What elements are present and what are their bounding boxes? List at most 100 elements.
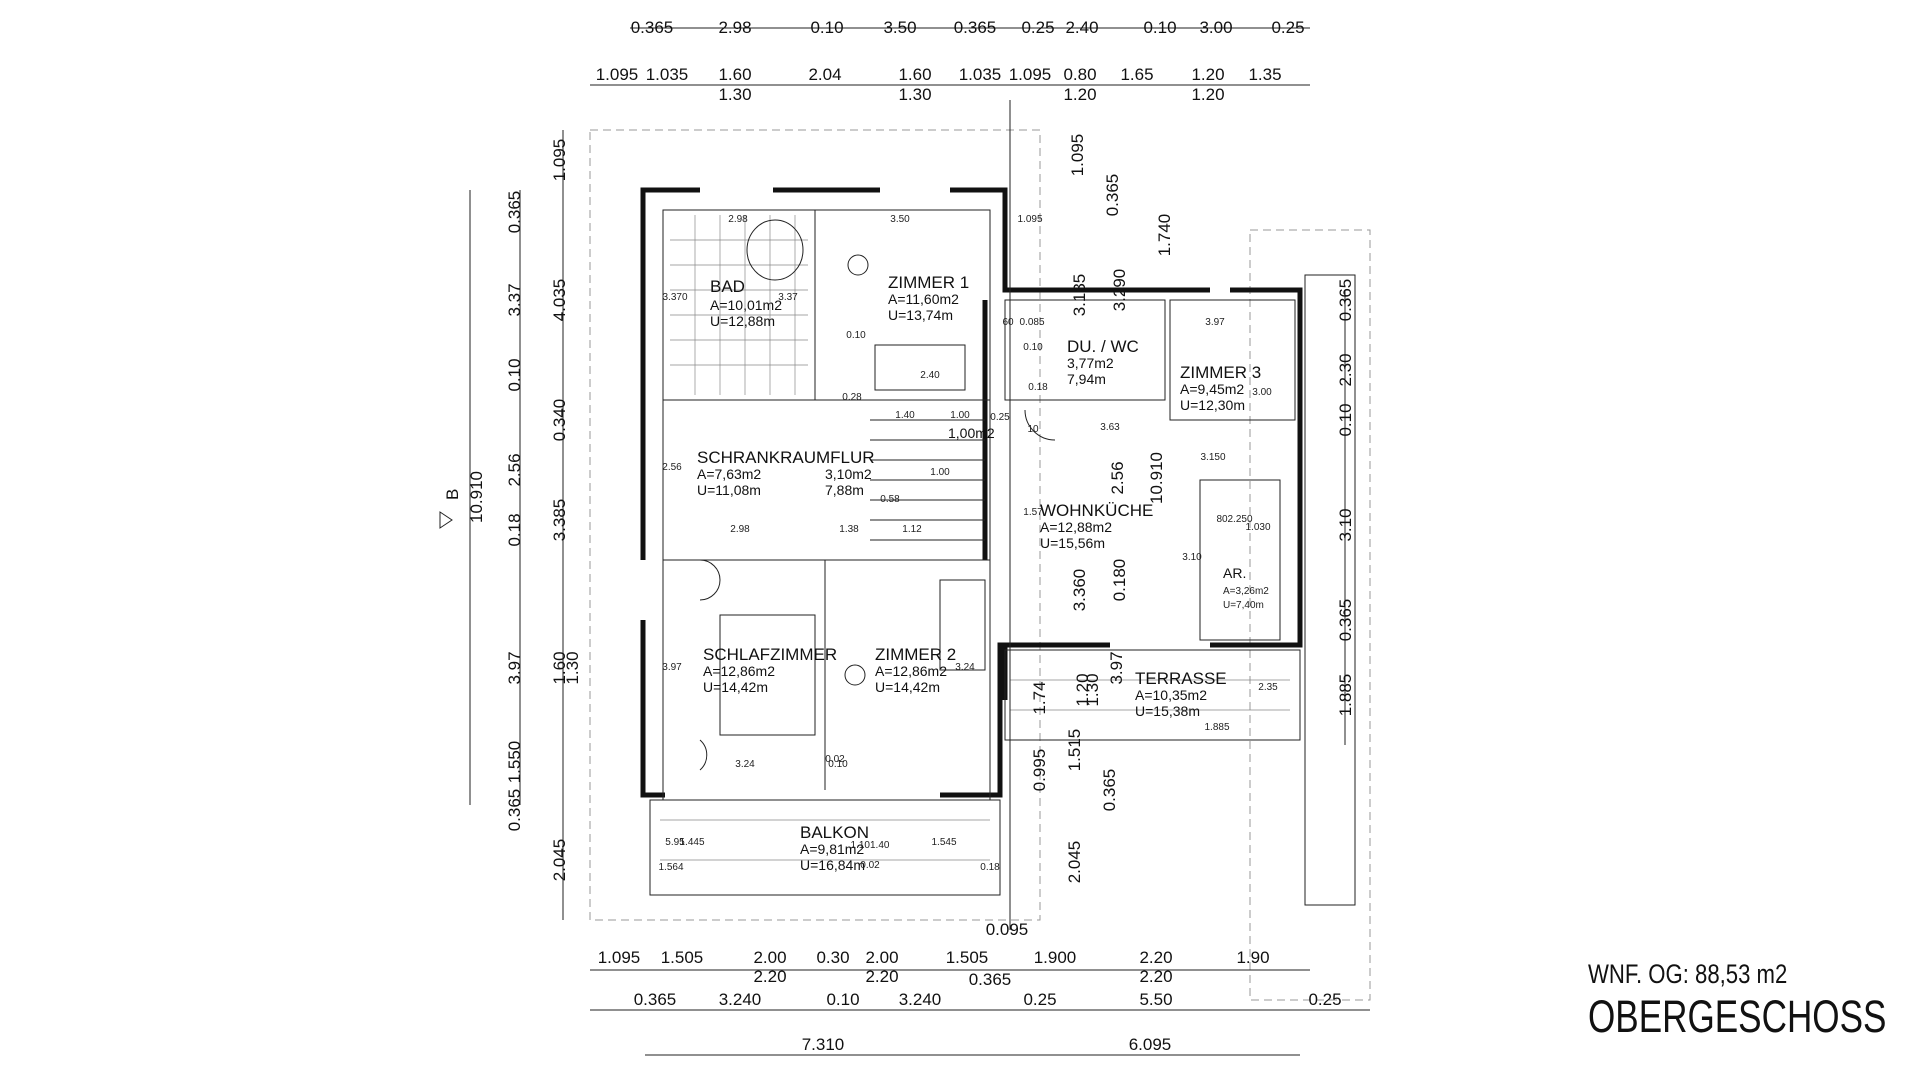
dimension-label: 1.550 bbox=[505, 741, 524, 784]
dimension-label: 1.505 bbox=[661, 948, 704, 967]
svg-text:3,77m2: 3,77m2 bbox=[1067, 355, 1114, 371]
dimension-label: 2.35 bbox=[1258, 682, 1278, 693]
dimension-label: 3.00 bbox=[1252, 387, 1272, 398]
dimension-label: 1.00 bbox=[930, 467, 950, 478]
dimension-label: 1.35 bbox=[1248, 65, 1281, 84]
dimension-label: 0.365 bbox=[505, 789, 524, 832]
dimension-label: 80 bbox=[1216, 514, 1228, 525]
svg-text:U=16,84m: U=16,84m bbox=[800, 857, 865, 873]
dimension-label: 0.10 bbox=[505, 358, 524, 391]
svg-text:DU. / WC: DU. / WC bbox=[1067, 337, 1139, 356]
dimension-label: 0.10 bbox=[826, 990, 859, 1009]
dimension-label: 1.564 bbox=[658, 862, 683, 873]
dimension-label: 1.095 bbox=[1017, 214, 1042, 225]
dimension-label: 1.30 bbox=[718, 85, 751, 104]
dimension-label: 0.18 bbox=[980, 862, 1000, 873]
dimension-label: 1.60 bbox=[898, 65, 931, 84]
dimension-label: 2.40 bbox=[920, 370, 940, 381]
room-duwc: DU. / WC 3,77m2 7,94m bbox=[1067, 337, 1139, 387]
dimension-label: 2.20 bbox=[753, 967, 786, 986]
dimension-label: 0.18 bbox=[1028, 382, 1048, 393]
dimension-label: 0.10 bbox=[1023, 342, 1043, 353]
dimension-label: 2.04 bbox=[808, 65, 841, 84]
dimension-label: 3.10 bbox=[1336, 508, 1355, 541]
dimension-label: 3.97 bbox=[662, 662, 682, 673]
dimension-label: 3.37 bbox=[778, 292, 798, 303]
dimension-label: 1.035 bbox=[646, 65, 689, 84]
dimension-label: 2.00 bbox=[865, 948, 898, 967]
dimension-label: 3.240 bbox=[899, 990, 942, 1009]
dimension-label: 0.10 bbox=[846, 330, 866, 341]
room-zimmer1: ZIMMER 1 A=11,60m2 U=13,74m bbox=[888, 273, 969, 323]
dimension-label: 1.545 bbox=[931, 837, 956, 848]
dimension-label: 1.900 bbox=[1034, 948, 1077, 967]
dimension-label: 60 bbox=[1002, 317, 1014, 328]
dimension-label: 2.98 bbox=[718, 18, 751, 37]
svg-text:ZIMMER 3: ZIMMER 3 bbox=[1180, 363, 1261, 382]
dimension-label: 1.90 bbox=[1236, 948, 1269, 967]
title-block: WNF. OG: 88,53 m2 OBERGESCHOSS bbox=[1588, 958, 1888, 1042]
dimension-label: 1.095 bbox=[1068, 134, 1087, 177]
dimension-label: 1.885 bbox=[1204, 722, 1229, 733]
dims-top-row2-sub: 1.30 1.30 1.20 1.20 bbox=[718, 85, 1224, 104]
svg-text:A=10,01m2: A=10,01m2 bbox=[710, 297, 782, 313]
dimension-label: 0.365 bbox=[634, 990, 677, 1009]
dimension-label: 3.385 bbox=[550, 499, 569, 542]
dimension-label: 1.60 bbox=[550, 651, 569, 684]
dimension-label: 3.63 bbox=[1100, 422, 1120, 433]
svg-text:A=7,63m2: A=7,63m2 bbox=[697, 466, 761, 482]
room-schlafzimmer: SCHLAFZIMMER A=12,86m2 U=14,42m bbox=[703, 645, 837, 695]
dimension-label: 1.035 bbox=[959, 65, 1002, 84]
dimension-label: 1.57 bbox=[1023, 507, 1043, 518]
dimension-label: 1.515 bbox=[1065, 729, 1084, 772]
dimension-label: 4.035 bbox=[550, 279, 569, 322]
dimension-label: 0.365 bbox=[631, 18, 674, 37]
room-balkon: BALKON A=9,81m2 U=16,84m bbox=[800, 823, 869, 873]
room-flur: SCHRANKRAUMFLUR A=7,63m2 U=11,08m 3,10m2… bbox=[697, 425, 995, 498]
dimension-label: 1.095 bbox=[1009, 65, 1052, 84]
dimension-label: 1.885 bbox=[1336, 674, 1355, 717]
svg-text:SCHRANKRAUMFLUR: SCHRANKRAUMFLUR bbox=[697, 448, 875, 467]
dimension-label: 3.10 bbox=[1182, 552, 1202, 563]
dimension-label: 2.20 bbox=[1139, 967, 1172, 986]
svg-text:U=12,88m: U=12,88m bbox=[710, 313, 775, 329]
dimension-label: 10 bbox=[1027, 424, 1039, 435]
svg-text:A=9,45m2: A=9,45m2 bbox=[1180, 381, 1244, 397]
dimension-label: 5.95 bbox=[665, 837, 685, 848]
dimension-label: 3.150 bbox=[1200, 452, 1225, 463]
dimension-label: 1.20 bbox=[1063, 85, 1096, 104]
furniture bbox=[699, 254, 1056, 771]
room-wohnkueche: WOHNKÜCHE A=12,88m2 U=15,56m bbox=[1040, 501, 1153, 551]
svg-text:U=7,40m: U=7,40m bbox=[1223, 600, 1264, 611]
dimension-label: 1.12 bbox=[902, 524, 922, 535]
dimension-label: 2.20 bbox=[1139, 948, 1172, 967]
svg-text:1,00m2: 1,00m2 bbox=[948, 425, 995, 441]
dimension-label: 1.20 bbox=[1191, 85, 1224, 104]
svg-text:A=10,35m2: A=10,35m2 bbox=[1135, 687, 1207, 703]
dimension-label: 1.20 bbox=[1073, 673, 1092, 706]
dimension-label: 1.20 bbox=[1191, 65, 1224, 84]
dimension-label: 2.30 bbox=[1336, 353, 1355, 386]
dimension-label: 0.25 bbox=[1023, 990, 1056, 1009]
dimension-label: 3.24 bbox=[955, 662, 975, 673]
dimension-label: 7.310 bbox=[802, 1035, 845, 1054]
svg-text:U=15,56m: U=15,56m bbox=[1040, 535, 1105, 551]
outline-dashed bbox=[589, 129, 1371, 1001]
svg-text:BAD: BAD bbox=[710, 277, 745, 296]
dimension-label: 1.74 bbox=[1030, 681, 1049, 714]
dimension-label: 1.30 bbox=[898, 85, 931, 104]
room-zimmer2: ZIMMER 2 A=12,86m2 U=14,42m bbox=[875, 645, 956, 695]
dimension-label: 0.10 bbox=[1143, 18, 1176, 37]
dimension-label: 1.505 bbox=[946, 948, 989, 967]
dimension-label: 0.18 bbox=[505, 513, 524, 546]
dimension-label: 0.10 bbox=[810, 18, 843, 37]
dimension-label: 3.135 bbox=[1070, 274, 1089, 317]
stairs bbox=[870, 419, 985, 541]
svg-text:B: B bbox=[443, 489, 462, 500]
dimension-label: 0.995 bbox=[1030, 749, 1049, 792]
